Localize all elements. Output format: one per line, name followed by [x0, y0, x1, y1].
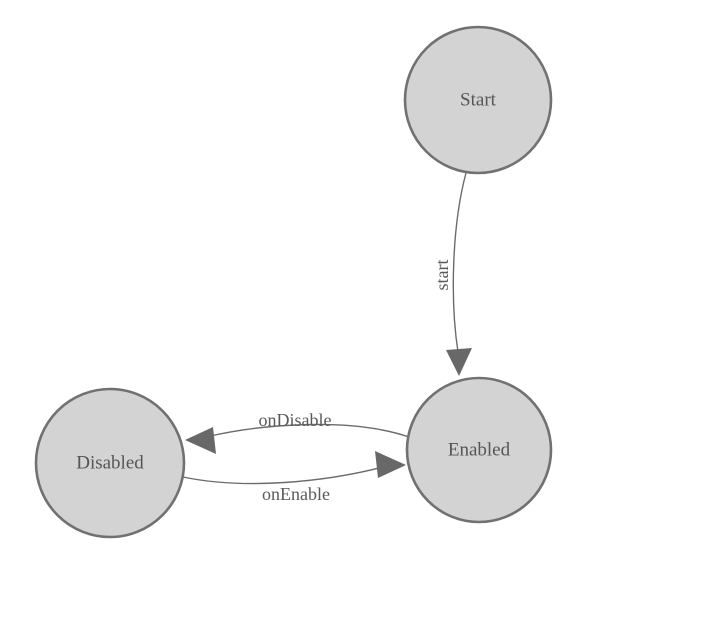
node-enabled-circle[interactable] [405, 376, 553, 524]
node-enabled[interactable]: Enabled [405, 376, 553, 524]
node-start[interactable]: Start [403, 25, 553, 175]
edge-label-ondisable: onDisable [259, 410, 332, 430]
node-enabled-label: Enabled [448, 440, 511, 461]
edge-start-to-enabled-path [452, 172, 467, 353]
edge-disabled-to-enabled-arrowhead [375, 451, 406, 478]
edge-enabled-to-disabled[interactable]: onDisable [185, 410, 410, 454]
edge-enabled-to-disabled-path [205, 423, 410, 438]
node-start-circle[interactable] [403, 25, 553, 175]
node-disabled-circle[interactable] [34, 387, 186, 539]
node-disabled-label: Disabled [76, 453, 144, 474]
node-start-label: Start [460, 90, 497, 111]
edge-disabled-to-enabled[interactable]: onEnable [182, 451, 406, 504]
edge-label-onenable: onEnable [262, 484, 330, 504]
edge-start-to-enabled-arrowhead [446, 348, 472, 376]
edge-disabled-to-enabled-path [182, 466, 384, 485]
edge-label-start: start [432, 260, 452, 291]
node-disabled[interactable]: Disabled [34, 387, 186, 539]
edge-enabled-to-disabled-arrowhead [185, 427, 216, 454]
edge-start-to-enabled[interactable]: start [432, 172, 472, 376]
